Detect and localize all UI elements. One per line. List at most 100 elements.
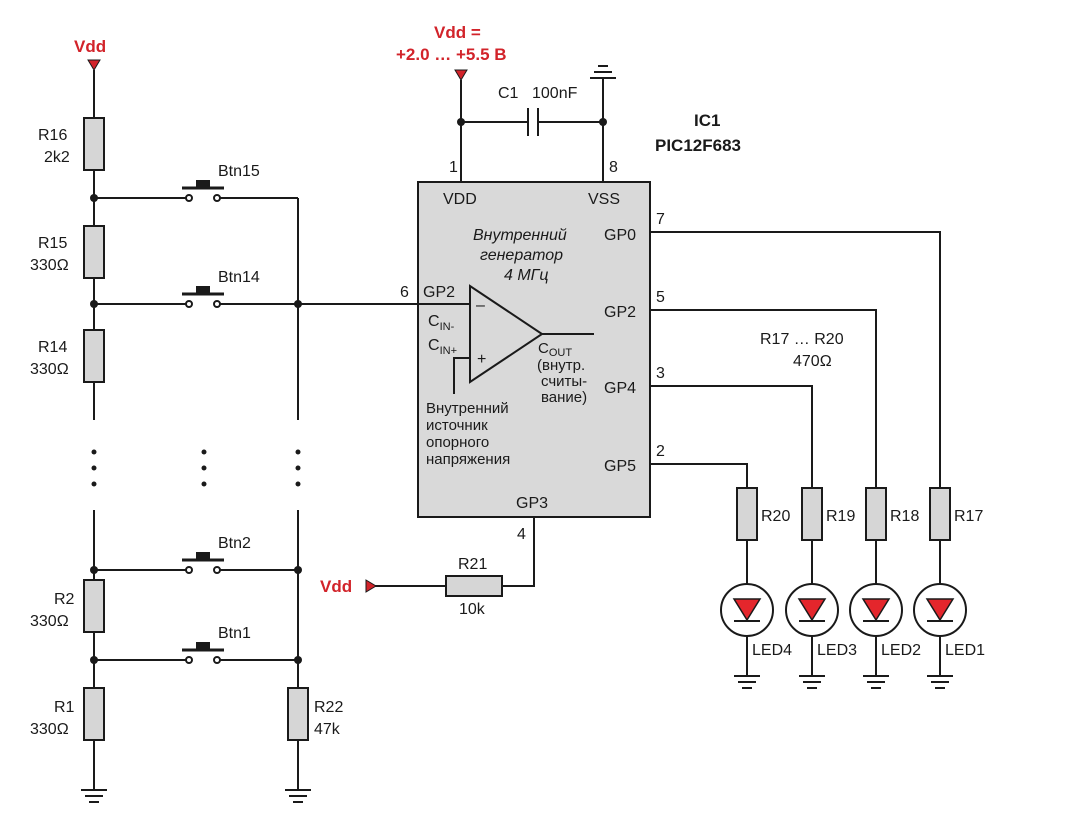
comparator-plus: + xyxy=(477,351,486,368)
ground-icon-vss xyxy=(590,65,616,79)
pin-num-4: 4 xyxy=(517,526,526,543)
ic-ref: IC1 xyxy=(694,111,720,130)
r1-ref: R1 xyxy=(54,699,75,716)
pin-label-gp0: GP0 xyxy=(604,227,636,244)
junction-dot xyxy=(90,194,98,202)
wire-gp3 xyxy=(502,517,535,587)
pin-label-gp3: GP3 xyxy=(516,495,548,512)
ellipsis-dots xyxy=(91,449,301,487)
btn2-label: Btn2 xyxy=(218,535,251,552)
r21-ref: R21 xyxy=(458,556,487,573)
cout-label: COUT xyxy=(538,340,572,359)
resistor-r2 xyxy=(83,579,105,633)
c1-ref: C1 xyxy=(498,85,519,102)
button-btn14[interactable] xyxy=(94,286,298,308)
vdd-left-arrow-icon xyxy=(87,59,101,71)
resistor-r14 xyxy=(83,329,105,383)
junction-dot xyxy=(294,566,302,574)
r18-label: R18 xyxy=(890,508,919,525)
osc-label-2: генератор xyxy=(480,247,563,264)
r17-label: R17 xyxy=(954,508,983,525)
pin-label-gp5: GP5 xyxy=(604,458,636,475)
resistor-r19 xyxy=(801,487,823,541)
led3-icon xyxy=(785,540,839,689)
pin-num-2: 2 xyxy=(656,443,665,460)
vref-label-3: опорного xyxy=(426,434,489,451)
led4-icon xyxy=(720,540,774,689)
junction-dot xyxy=(90,566,98,574)
led-resistor-group-label: R17 … R20 xyxy=(760,331,844,348)
pin-num-7: 7 xyxy=(656,211,665,228)
resistor-r21 xyxy=(445,575,503,597)
led-resistor-group-value: 470Ω xyxy=(793,353,832,370)
btn15-label: Btn15 xyxy=(218,163,260,180)
cout-note-1: (внутр. xyxy=(537,357,585,374)
r22-value: 47k xyxy=(314,721,341,738)
pin-num-8: 8 xyxy=(609,159,618,176)
pin-label-vdd: VDD xyxy=(443,191,477,208)
r22-ref: R22 xyxy=(314,699,343,716)
c1-value: 100nF xyxy=(532,85,578,102)
resistor-r20 xyxy=(736,487,758,541)
wire-gp5 xyxy=(650,463,748,488)
cin-minus-label: CIN- xyxy=(428,313,455,333)
btn1-label: Btn1 xyxy=(218,625,251,642)
junction-dot xyxy=(599,118,607,126)
vdd-main-label-2: +2.0 … +5.5 В xyxy=(396,45,507,64)
r16-ref: R16 xyxy=(38,127,67,144)
led1-label: LED1 xyxy=(945,642,985,659)
led3-label: LED3 xyxy=(817,642,857,659)
resistor-r16 xyxy=(83,117,105,171)
ground-icon-r22 xyxy=(285,789,311,803)
pin-num-6: 6 xyxy=(400,284,409,301)
vref-label-4: напряжения xyxy=(426,451,510,468)
r16-value: 2k2 xyxy=(44,149,70,166)
resistor-r17 xyxy=(929,487,951,541)
vdd-main-label-1: Vdd = xyxy=(434,23,481,42)
pin-label-vss: VSS xyxy=(588,191,620,208)
resistor-r22 xyxy=(287,687,309,741)
resistor-r15 xyxy=(83,225,105,279)
vref-label-2: источник xyxy=(426,417,488,434)
pin-label-gp2-out: GP2 xyxy=(604,304,636,321)
r21-value: 10k xyxy=(459,601,486,618)
wire-gp2-out xyxy=(650,309,877,488)
led4-label: LED4 xyxy=(752,642,792,659)
osc-label-1: Внутренний xyxy=(473,227,567,244)
wire-vref xyxy=(453,357,470,394)
vref-label-1: Внутренний xyxy=(426,400,509,417)
ground-icon-r1 xyxy=(81,789,107,803)
junction-dot xyxy=(457,118,465,126)
led2-icon xyxy=(849,540,903,689)
pin-num-1: 1 xyxy=(449,159,458,176)
junction-dot xyxy=(90,300,98,308)
btn14-label: Btn14 xyxy=(218,269,260,286)
r19-label: R19 xyxy=(826,508,855,525)
cout-note-2: считы- xyxy=(541,373,587,390)
button-btn15[interactable] xyxy=(94,180,298,202)
button-btn2[interactable] xyxy=(94,552,298,574)
resistor-r1 xyxy=(83,687,105,741)
vdd-gp3-label: Vdd xyxy=(320,577,352,596)
resistor-r18 xyxy=(865,487,887,541)
vdd-gp3-arrow-icon xyxy=(365,579,377,593)
wire-gp0 xyxy=(650,231,941,488)
r15-ref: R15 xyxy=(38,235,67,252)
led1-icon xyxy=(913,540,967,689)
led2-label: LED2 xyxy=(881,642,921,659)
cin-plus-label: CIN+ xyxy=(428,337,457,357)
r14-ref: R14 xyxy=(38,339,67,356)
r15-value: 330Ω xyxy=(30,257,69,274)
r2-value: 330Ω xyxy=(30,613,69,630)
junction-dot xyxy=(90,656,98,664)
osc-label-3: 4 МГц xyxy=(504,267,549,284)
ic-part: PIC12F683 xyxy=(655,136,741,155)
button-btn1[interactable] xyxy=(94,642,298,664)
pin-num-5: 5 xyxy=(656,289,665,306)
cout-note-3: вание) xyxy=(541,389,587,406)
comparator-minus: – xyxy=(476,297,485,314)
junction-dot xyxy=(294,656,302,664)
r14-value: 330Ω xyxy=(30,361,69,378)
junction-dot xyxy=(294,300,302,308)
